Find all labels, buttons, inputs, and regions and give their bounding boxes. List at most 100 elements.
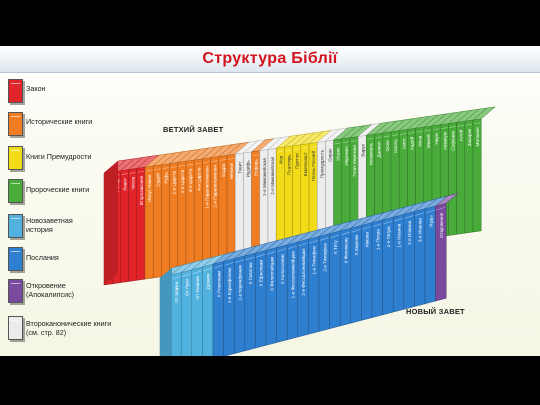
book-icon — [8, 214, 23, 238]
ot-book-title: Михей — [425, 134, 431, 148]
ot-book-title: Есфирь — [254, 159, 259, 176]
nt-book-title: От Луки — [185, 279, 190, 296]
nt-book-band — [330, 234, 340, 238]
ot-book-band — [154, 168, 161, 171]
nt-shelf-side — [160, 268, 172, 356]
bookshelf-diagram: БытиеИсходЛевитЧислаВторозакониеИисус На… — [103, 106, 497, 356]
ot-shelf-side — [104, 161, 118, 285]
legend-note: (см. стр. 82) — [26, 327, 67, 337]
ot-book-band — [326, 143, 333, 146]
ot-book-title: Иов — [278, 155, 283, 164]
ot-book-band — [318, 144, 325, 147]
nt-book-band — [288, 245, 297, 250]
ot-book-band — [137, 170, 145, 173]
legend-label: Новозаветная история — [26, 216, 73, 234]
legend-label: Закон — [26, 84, 46, 93]
nt-book-band — [256, 254, 266, 258]
ot-book-band — [457, 124, 464, 127]
nt-book-title: 1-е Фессалоникийцам — [290, 251, 296, 298]
ot-book-band — [391, 134, 399, 137]
ot-book-band — [416, 130, 423, 133]
nt-book-band — [394, 218, 403, 222]
ot-book-title: Иезекииль — [369, 142, 374, 165]
ot-book-title: Ездра — [221, 163, 226, 176]
ot-book-band — [195, 162, 202, 165]
nt-book-title: От Марка — [174, 281, 179, 302]
nt-book-band — [245, 256, 255, 261]
ot-book-band — [424, 129, 432, 132]
ot-book-band — [367, 137, 374, 140]
legend-label: Откровение (Апокалипсис) — [26, 281, 75, 299]
ot-book-title: Варух — [360, 143, 365, 156]
book-icon — [8, 279, 23, 303]
ot-book-title: Авдий — [409, 136, 415, 150]
ot-book-band — [285, 149, 292, 152]
nt-book-title: 2-е Коринфянам — [238, 265, 243, 300]
ot-book-title: Псалтирь — [287, 154, 292, 175]
ot-book-band — [211, 160, 218, 162]
legend-label: Книги Премудрости — [26, 152, 92, 161]
nt-book-band — [383, 220, 393, 225]
legend-label: Пророческие книги — [26, 185, 90, 194]
ot-book-title: Даниил — [377, 141, 382, 157]
ot-book-title: Амос — [401, 137, 406, 149]
ot-book-title: 2-я Царств — [180, 169, 185, 193]
ot-book-band — [449, 126, 456, 128]
nt-book-band — [436, 206, 446, 211]
nt-book-band — [425, 209, 435, 214]
nt-book-title: К Колоссянам — [280, 254, 285, 284]
slide-canvas: Структура Біблії Закон Исторические книг… — [0, 46, 540, 356]
ot-book-band — [252, 154, 259, 157]
ot-book-title: Иисус Навин — [147, 174, 152, 202]
ot-book-title: Неемия — [229, 162, 234, 179]
book-icon — [8, 112, 23, 136]
nt-book-title: 3-е Иоанна — [418, 218, 423, 242]
nt-book-band — [372, 223, 382, 227]
nt-book-band — [351, 229, 361, 233]
nt-book-band — [213, 265, 223, 269]
nt-book-band — [298, 242, 308, 247]
nt-book-title: От Иоанна — [195, 276, 200, 299]
ot-book-band — [186, 163, 194, 166]
ot-book-band — [301, 147, 309, 150]
nt-book-title: 2-е Фессалоникийцам — [300, 249, 306, 296]
nt-book-band — [277, 248, 287, 252]
ot-book-title: Второзаконие — [139, 175, 144, 205]
ot-book-band — [400, 133, 407, 135]
ot-book-band — [178, 164, 186, 167]
ot-book-band — [432, 128, 440, 131]
nt-book-title: К Филимону — [344, 237, 349, 264]
ot-book-title: Захария — [467, 128, 472, 146]
new-testament-label: НОВЫЙ ЗАВЕТ — [406, 307, 465, 316]
ot-book-title: Товит — [237, 161, 242, 174]
nt-book-band — [266, 251, 276, 255]
ot-book-band — [244, 155, 251, 158]
nt-book-title: К Ефесянам — [259, 260, 264, 286]
nt-book-title: К Титу — [333, 240, 338, 254]
nt-book-title: 1-е Тимофею — [312, 245, 317, 274]
book-icon — [8, 146, 23, 170]
ot-book-band — [473, 122, 481, 125]
nt-book-title: Откровение — [439, 212, 444, 238]
ot-book-band — [465, 123, 473, 126]
ot-book-title: Песнь Песней — [310, 151, 316, 182]
ot-book-band — [408, 131, 415, 134]
ot-book-title: Иеремия — [344, 146, 349, 166]
nt-book-band — [171, 276, 181, 280]
nt-book-title: Иакова — [365, 232, 370, 248]
nt-book-top — [435, 192, 459, 207]
book-icon — [8, 79, 23, 103]
ot-book-title: Аввакум — [442, 132, 447, 150]
ot-book-band — [145, 169, 153, 172]
ot-book-band — [350, 140, 358, 142]
ot-book-title: Исаия — [336, 147, 341, 161]
nt-book-band — [309, 240, 319, 244]
nt-book-band — [192, 270, 202, 274]
ot-book-band — [293, 148, 300, 151]
book-icon — [8, 316, 23, 340]
legend-label: Второканонические книги (см. стр. 82) — [26, 319, 136, 337]
nt-book-band — [319, 237, 329, 241]
ot-book-title: Иона — [418, 135, 423, 146]
ot-book-band — [203, 161, 210, 164]
nt-book-title: К Евреям — [354, 235, 359, 255]
